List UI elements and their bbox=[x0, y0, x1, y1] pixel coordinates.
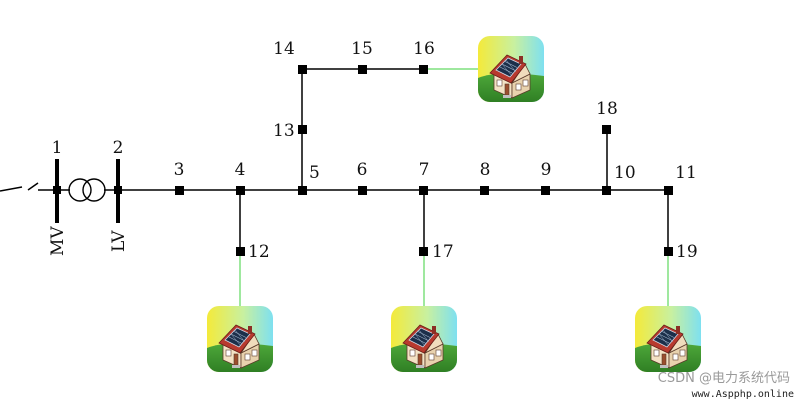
node-6-label: 6 bbox=[357, 160, 368, 180]
node-19-label: 19 bbox=[676, 242, 698, 262]
node-2-label: 2 bbox=[113, 138, 124, 158]
node-9-marker bbox=[541, 186, 550, 195]
node-13-marker bbox=[298, 125, 307, 134]
node-12-label: 12 bbox=[248, 242, 270, 262]
node-18-marker bbox=[602, 125, 611, 134]
node-11-label: 11 bbox=[675, 163, 697, 183]
node-10-marker bbox=[602, 186, 611, 195]
pv-house-icon bbox=[478, 36, 544, 102]
node-17-label: 17 bbox=[432, 242, 454, 262]
node-7-label: 7 bbox=[419, 160, 430, 180]
node-labels: 1 2 3 4 5 6 7 8 9 10 11 12 13 14 15 16 1… bbox=[52, 39, 698, 262]
node-15-label: 15 bbox=[351, 39, 373, 59]
node-3-label: 3 bbox=[174, 160, 185, 180]
node-1-label: 1 bbox=[52, 138, 63, 158]
transformer-symbol bbox=[68, 178, 106, 202]
node-6-marker bbox=[358, 186, 367, 195]
node-3-marker bbox=[175, 186, 184, 195]
switch-blade bbox=[27, 182, 39, 191]
pv-house-icon bbox=[207, 306, 273, 372]
node-14-marker bbox=[298, 65, 307, 74]
node-18-label: 18 bbox=[596, 99, 618, 119]
node-5-marker bbox=[298, 186, 307, 195]
node-1-marker bbox=[53, 186, 61, 194]
node-markers bbox=[53, 65, 673, 256]
node-10-label: 10 bbox=[614, 163, 636, 183]
node-15-marker bbox=[358, 65, 367, 74]
pv-house-icon bbox=[635, 306, 701, 372]
pv-house-icon bbox=[391, 306, 457, 372]
transformer-winding-primary bbox=[68, 178, 92, 202]
node-9-label: 9 bbox=[541, 160, 552, 180]
node-8-marker bbox=[480, 186, 489, 195]
pv-links bbox=[239, 68, 669, 306]
node-14-label: 14 bbox=[273, 39, 295, 59]
node-4-marker bbox=[236, 186, 245, 195]
site-watermark: www.Aspphp.online bbox=[691, 389, 794, 400]
lv-bus-label: LV bbox=[109, 230, 129, 252]
transformer-winding-secondary bbox=[82, 178, 106, 202]
node-13-label: 13 bbox=[273, 121, 295, 141]
node-12-marker bbox=[236, 247, 245, 256]
incoming-line bbox=[0, 186, 23, 192]
node-16-marker bbox=[419, 65, 428, 74]
feeder-lines bbox=[0, 68, 669, 251]
node-11-marker bbox=[664, 186, 673, 195]
node-5-label: 5 bbox=[309, 163, 320, 183]
mv-bus-label: MV bbox=[48, 226, 68, 256]
node-8-label: 8 bbox=[480, 160, 491, 180]
node-4-label: 4 bbox=[235, 160, 246, 180]
node-16-label: 16 bbox=[413, 39, 435, 59]
node-2-marker bbox=[114, 186, 122, 194]
csdn-watermark: CSDN @电力系统代码 bbox=[657, 371, 790, 386]
node-19-marker bbox=[664, 247, 673, 256]
node-7-marker bbox=[419, 186, 428, 195]
node-17-marker bbox=[419, 247, 428, 256]
